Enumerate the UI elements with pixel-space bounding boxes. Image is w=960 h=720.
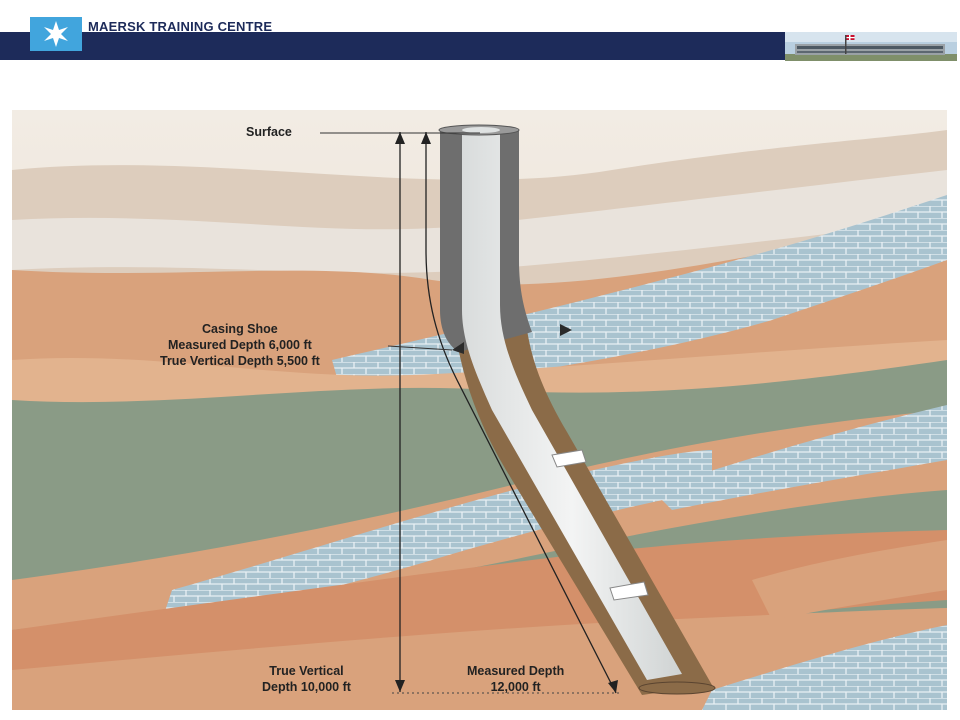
brand-title: MAERSK TRAINING CENTRE	[88, 19, 273, 34]
building-photo	[785, 32, 957, 61]
header-band	[0, 32, 785, 60]
tvd-line-1: True Vertical	[269, 664, 344, 678]
tvd-line-2: Depth 10,000 ft	[262, 680, 351, 694]
casing-shoe-label: Casing Shoe Measured Depth 6,000 ft True…	[160, 321, 320, 369]
well-diagram: Surface Casing Shoe Measured Depth 6,000…	[12, 110, 947, 710]
casing-shoe-measured-depth: Measured Depth 6,000 ft	[168, 338, 312, 352]
md-line-1: Measured Depth	[467, 664, 565, 678]
md-line-2: 12,000 ft	[490, 680, 541, 694]
casing-shoe-true-vertical-depth: True Vertical Depth 5,500 ft	[160, 354, 320, 368]
measured-depth-label: Measured Depth 12,000 ft	[467, 663, 564, 695]
maersk-star-icon	[30, 17, 82, 51]
casing-shoe-title: Casing Shoe	[202, 322, 278, 336]
surface-label: Surface	[246, 125, 292, 139]
true-vertical-depth-label: True Vertical Depth 10,000 ft	[262, 663, 351, 695]
